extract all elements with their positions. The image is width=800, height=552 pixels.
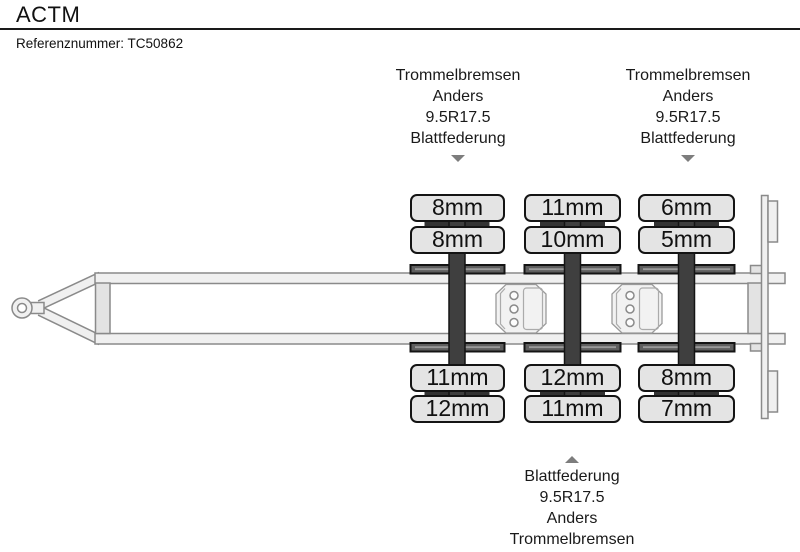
annotation-line: Blattfederung bbox=[524, 468, 620, 485]
header-divider bbox=[0, 28, 800, 30]
annotation-line: Trommelbremsen bbox=[395, 67, 521, 84]
crossmember-plate bbox=[495, 283, 547, 334]
annotation-top-right: Trommelbremsen Anders 9.5R17.5 Blattfede… bbox=[578, 65, 798, 149]
chassis-rails bbox=[94, 272, 786, 345]
measurement-axle3-below-1: 8mm bbox=[638, 364, 735, 392]
measurement-axle3-above-2: 5mm bbox=[638, 226, 735, 254]
drawbar bbox=[11, 271, 104, 346]
measurement-axle2-above-2: 10mm bbox=[524, 226, 621, 254]
measurement-axle3-below-2: 7mm bbox=[638, 395, 735, 423]
annotation-line: Anders bbox=[662, 88, 714, 105]
annotation-top-left: Trommelbremsen Anders 9.5R17.5 Blattfede… bbox=[348, 65, 568, 149]
rear-bumper bbox=[747, 194, 779, 420]
measurement-axle1-below-1: 11mm bbox=[410, 364, 505, 392]
reference-number: Referenznummer: TC50862 bbox=[16, 36, 184, 51]
page-title: ACTM bbox=[16, 2, 81, 27]
arrow-up-icon bbox=[565, 456, 579, 463]
measurement-axle3-above-1: 6mm bbox=[638, 194, 735, 222]
annotation-line: 9.5R17.5 bbox=[655, 109, 721, 126]
measurement-axle1-below-2: 12mm bbox=[410, 395, 505, 423]
axles bbox=[448, 209, 696, 413]
annotation-line: 9.5R17.5 bbox=[425, 109, 491, 126]
crossmember-plate bbox=[611, 283, 663, 334]
arrow-down-icon bbox=[681, 155, 695, 162]
annotation-bottom: Blattfederung 9.5R17.5 Anders Trommelbre… bbox=[462, 466, 682, 550]
measurement-axle1-above-2: 8mm bbox=[410, 226, 505, 254]
annotation-line: Trommelbremsen bbox=[625, 67, 751, 84]
annotation-line: Anders bbox=[432, 88, 484, 105]
annotation-line: Blattfederung bbox=[410, 130, 506, 147]
measurement-axle1-above-1: 8mm bbox=[410, 194, 505, 222]
annotation-line: Anders bbox=[546, 510, 598, 527]
annotation-line: Blattfederung bbox=[640, 130, 736, 147]
arrow-down-icon bbox=[451, 155, 465, 162]
measurement-axle2-above-1: 11mm bbox=[524, 194, 621, 222]
measurement-axle2-below-1: 12mm bbox=[524, 364, 621, 392]
annotation-line: Trommelbremsen bbox=[509, 531, 635, 548]
front-crossmember bbox=[94, 282, 111, 335]
measurement-axle2-below-2: 11mm bbox=[524, 395, 621, 423]
annotation-line: 9.5R17.5 bbox=[539, 489, 605, 506]
